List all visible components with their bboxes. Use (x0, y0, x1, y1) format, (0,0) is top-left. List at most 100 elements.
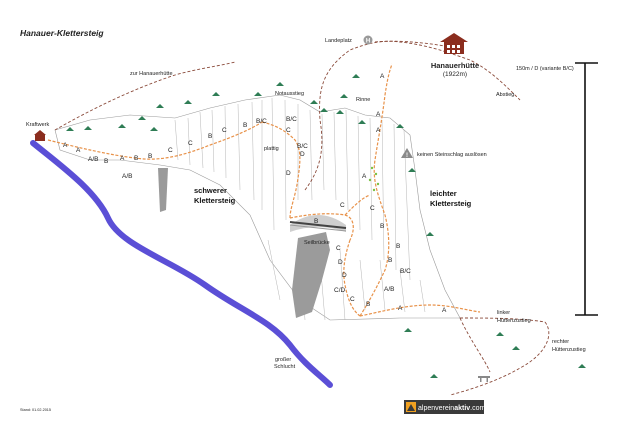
map-title: Hanauer-Klettersteig (20, 28, 104, 38)
schwerer-sector-label-2: Klettersteig (194, 196, 236, 205)
logo-prefix: alpenverein (418, 405, 454, 412)
logo-domain: .com (470, 405, 485, 412)
grade-label: A (442, 307, 447, 314)
grade-label: B (314, 218, 318, 225)
height-scale-bar (575, 62, 598, 316)
grade-label: C (340, 202, 345, 209)
grade-label: C (336, 245, 341, 252)
trail-abstieg (304, 40, 521, 191)
linker-zustieg-label-1: linker (497, 310, 510, 316)
hut-name: Hanauerhütte (431, 61, 479, 70)
grade-label: C/D (334, 287, 346, 294)
grades-right: A A A A C B B B B/C A/B A A (362, 73, 447, 314)
hut-altitude: (1922m) (443, 71, 467, 78)
grade-label: B/C (256, 118, 267, 125)
gray-slab-small (158, 168, 168, 212)
grade-label: A (63, 142, 68, 149)
zur-hanauerhuette-label: zur Hanauerhütte (130, 71, 173, 77)
alpenverein-logo[interactable]: alpenvereinaktiv.com (404, 400, 486, 414)
grade-label: A (120, 155, 125, 162)
bench-icon (478, 376, 490, 382)
grade-label: C (350, 296, 355, 303)
grade-label: B (366, 301, 370, 308)
kraftwerk-label: Kraftwerk (26, 122, 49, 128)
grade-label: C (188, 140, 193, 147)
grade-label: B (243, 122, 247, 129)
rinne-vegetation (368, 166, 380, 192)
grade-label: B (380, 223, 384, 230)
svg-text:alpenvereinaktiv.com: alpenvereinaktiv.com (418, 405, 486, 412)
logo-suffix: aktiv (454, 405, 470, 412)
grade-label: A/B (88, 156, 98, 163)
svg-text:H: H (366, 39, 370, 45)
grade-label: C (168, 147, 173, 154)
notausstieg-label: Notausstieg (275, 91, 304, 97)
grade-label: D (286, 170, 291, 177)
climbing-routes (47, 63, 481, 317)
grades-middle: B/C C B/C D D C B C D D C/D C B (286, 116, 370, 308)
route-lower-left (47, 121, 263, 160)
seilbruecke (289, 221, 347, 232)
hut-icon (440, 33, 468, 54)
grade-label: D (342, 272, 347, 279)
svg-text:!: ! (406, 153, 408, 159)
leichter-sector-label-1: leichter (430, 189, 457, 198)
plattig-label: plattig (264, 146, 279, 152)
route-link (344, 194, 371, 216)
grade-label: C (370, 205, 375, 212)
grade-label: A (362, 173, 367, 180)
trails (54, 40, 550, 396)
route-schwerer (261, 121, 301, 219)
grade-label: B (388, 257, 392, 264)
scale-label: 150m / D (variante B/C) (516, 66, 574, 72)
grade-label: A (376, 127, 381, 134)
grade-label: C (222, 127, 227, 134)
kraftwerk-icon (34, 130, 46, 141)
abstieg-label: Abstieg (496, 92, 514, 98)
grade-label: B (396, 243, 400, 250)
grades-left: A A A/B B A/B A B B C C B C B B/C (63, 118, 267, 180)
grade-label: D (338, 259, 343, 266)
warning-triangle-icon: ! (401, 148, 413, 159)
grosser-schlucht-label-2: Schlucht (274, 364, 296, 370)
grade-label: A (380, 73, 385, 80)
grade-label: B/C (286, 116, 297, 123)
rechter-zustieg-label-1: rechter (552, 339, 569, 345)
landeplatz-label: Landeplatz (325, 38, 352, 44)
grade-label: B (134, 155, 138, 162)
footer-date: Stand: 01.02.2015 (20, 408, 51, 412)
trail-connector (459, 317, 491, 373)
rinne-label: Rinne (356, 97, 370, 103)
grosser-schlucht-label-1: großer (275, 357, 291, 363)
seilbruecke-label: Seilbrücke (304, 240, 330, 246)
warning-text: keinen Steinschlag auslösen (417, 152, 487, 158)
grade-label: A (76, 147, 81, 154)
grade-label: B (148, 153, 152, 160)
grade-label: D (300, 151, 305, 158)
route-bottom (359, 304, 481, 317)
grade-label: B (104, 158, 108, 165)
trail-zur-hanauerhuette (54, 61, 236, 131)
grade-label: C (286, 127, 291, 134)
rock-massif (54, 94, 461, 321)
bridge-gully (290, 215, 346, 232)
river (30, 140, 333, 388)
gray-slab-large (292, 232, 330, 318)
grade-label: A/B (122, 173, 132, 180)
grade-label: B/C (400, 268, 411, 275)
leichter-sector-label-2: Klettersteig (430, 199, 472, 208)
schwerer-sector-label-1: schwerer (194, 186, 227, 195)
helipad-icon: H (363, 35, 373, 45)
grade-label: A (398, 305, 403, 312)
linker-zustieg-label-2: Hüttenzustieg (497, 318, 531, 324)
rechter-zustieg-label-2: Hüttenzustieg (552, 347, 586, 353)
grade-label: A/B (384, 286, 394, 293)
trail-landeplatz (374, 40, 446, 47)
grade-label: B (208, 133, 212, 140)
trees (66, 74, 586, 378)
grade-label: B/C (297, 143, 308, 150)
trail-linker-zustieg (459, 317, 546, 323)
grade-label: A (376, 111, 381, 118)
